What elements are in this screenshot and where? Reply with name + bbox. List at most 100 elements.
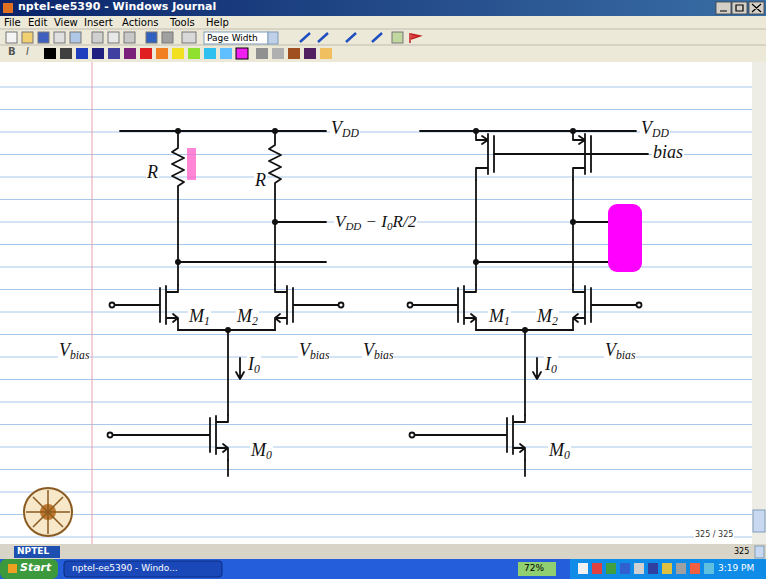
- subscript: bias: [70, 349, 89, 362]
- app-icon: [3, 3, 13, 13]
- signal-label: Vbias: [362, 340, 394, 362]
- text-part: nptel-ee5390 - Windows Journal: [18, 0, 216, 13]
- supply-rail: [420, 130, 636, 132]
- toolbar-icons: [6, 32, 420, 44]
- taskbar: [0, 559, 766, 579]
- subscript: 0: [266, 449, 272, 462]
- drain-wire: [572, 180, 574, 285]
- text-part: Edit: [28, 17, 47, 28]
- battery-label: 72%: [524, 563, 544, 573]
- input-terminal: [410, 433, 415, 438]
- junction-dots: [473, 128, 576, 333]
- transistor-symbol: [462, 415, 525, 460]
- transistor-label: M1: [488, 306, 511, 328]
- journal-page: [0, 62, 752, 550]
- task-label: nptel-ee5390 - Windo...: [72, 563, 178, 573]
- subscript: 0: [551, 363, 557, 376]
- transistor-label: M0: [548, 440, 571, 462]
- text-part: V: [299, 340, 310, 360]
- text-part: V: [605, 340, 616, 360]
- active-load-circuit: [408, 131, 649, 476]
- output-wire: [476, 261, 622, 263]
- menu-item: File: [4, 17, 21, 29]
- junction-dots: [175, 128, 278, 333]
- subscript: 2: [252, 315, 258, 328]
- text-part: R: [147, 162, 158, 182]
- transistor-symbol: [573, 131, 591, 180]
- signal-label: Vbias: [298, 340, 330, 362]
- text-part: 3:19 PM: [718, 563, 754, 573]
- text-part: 72%: [524, 563, 544, 573]
- signal-label: Vbias: [604, 340, 636, 362]
- text-part: Insert: [84, 17, 113, 28]
- input-terminal: [408, 303, 413, 308]
- subscript: 0: [564, 449, 570, 462]
- logo-band: [14, 546, 60, 558]
- current-arrow: [533, 358, 541, 379]
- text-part: NPTEL: [17, 546, 49, 556]
- status-strip: [0, 544, 766, 559]
- transistor-symbol: [413, 285, 476, 330]
- pink-highlight: [187, 148, 196, 180]
- text-part: M: [549, 440, 564, 460]
- menu-item: View: [54, 17, 78, 29]
- windows-flag: [8, 564, 17, 573]
- current-arrow: [236, 358, 244, 379]
- start-label: Start: [20, 562, 51, 575]
- text-part: I: [248, 354, 254, 374]
- resistor-load-circuit: [108, 131, 344, 476]
- supply-rail: [120, 130, 326, 132]
- text-part: nptel-ee5390 - Windo...: [72, 563, 178, 573]
- subscript: DD: [342, 127, 359, 140]
- text-part: Tools: [170, 17, 195, 28]
- text-part: − I: [361, 212, 387, 231]
- current-label: I0: [247, 354, 261, 376]
- input-terminal: [637, 303, 642, 308]
- subscript: 0: [254, 363, 260, 376]
- ground-wire: [227, 460, 229, 476]
- output-wire: [178, 261, 326, 263]
- menu-item: Help: [206, 17, 229, 29]
- subscript: 2: [552, 315, 558, 328]
- transistor-symbol: [573, 285, 636, 330]
- output-wire: [275, 221, 326, 223]
- window-title: nptel-ee5390 - Windows Journal: [18, 1, 216, 14]
- nptel-logo: [24, 488, 72, 536]
- ruled-lines: [0, 87, 752, 537]
- text-part: M: [537, 306, 552, 326]
- text-part: R/2: [393, 212, 417, 231]
- subscript: 0: [387, 220, 393, 232]
- title-bar: [0, 0, 766, 16]
- menu-item: Actions: [122, 17, 159, 29]
- transistor-label: M1: [188, 306, 211, 328]
- input-terminal: [108, 433, 113, 438]
- signal-label: Vbias: [58, 340, 90, 362]
- menu-item: Insert: [84, 17, 113, 29]
- transistor-symbol: [275, 285, 338, 330]
- menu-item: Edit: [28, 17, 47, 29]
- text-part: R: [255, 170, 266, 190]
- transistor-label: M2: [236, 306, 259, 328]
- tray-icons: [578, 563, 714, 574]
- text-part: 325: [734, 547, 749, 556]
- menu-and-toolbars: [0, 16, 766, 62]
- drain-wire: [475, 180, 477, 285]
- text-part: File: [4, 17, 21, 28]
- component-label: R: [254, 170, 267, 191]
- zoom-dropdown: Page Width: [207, 33, 258, 43]
- text-part: M: [489, 306, 504, 326]
- toolbar-divider: [0, 45, 766, 46]
- component-label: R: [146, 162, 159, 183]
- margin-line: [92, 62, 93, 550]
- text-part: bias: [653, 142, 683, 162]
- toolbar-divider: [0, 29, 766, 30]
- bias-wire: [494, 153, 648, 155]
- signal-label: bias: [652, 142, 684, 163]
- page-spinner: [755, 546, 764, 558]
- logo-text: NPTEL: [17, 546, 49, 556]
- text-part: Help: [206, 17, 229, 28]
- transistor-label: M0: [250, 440, 273, 462]
- task-button: [64, 561, 222, 577]
